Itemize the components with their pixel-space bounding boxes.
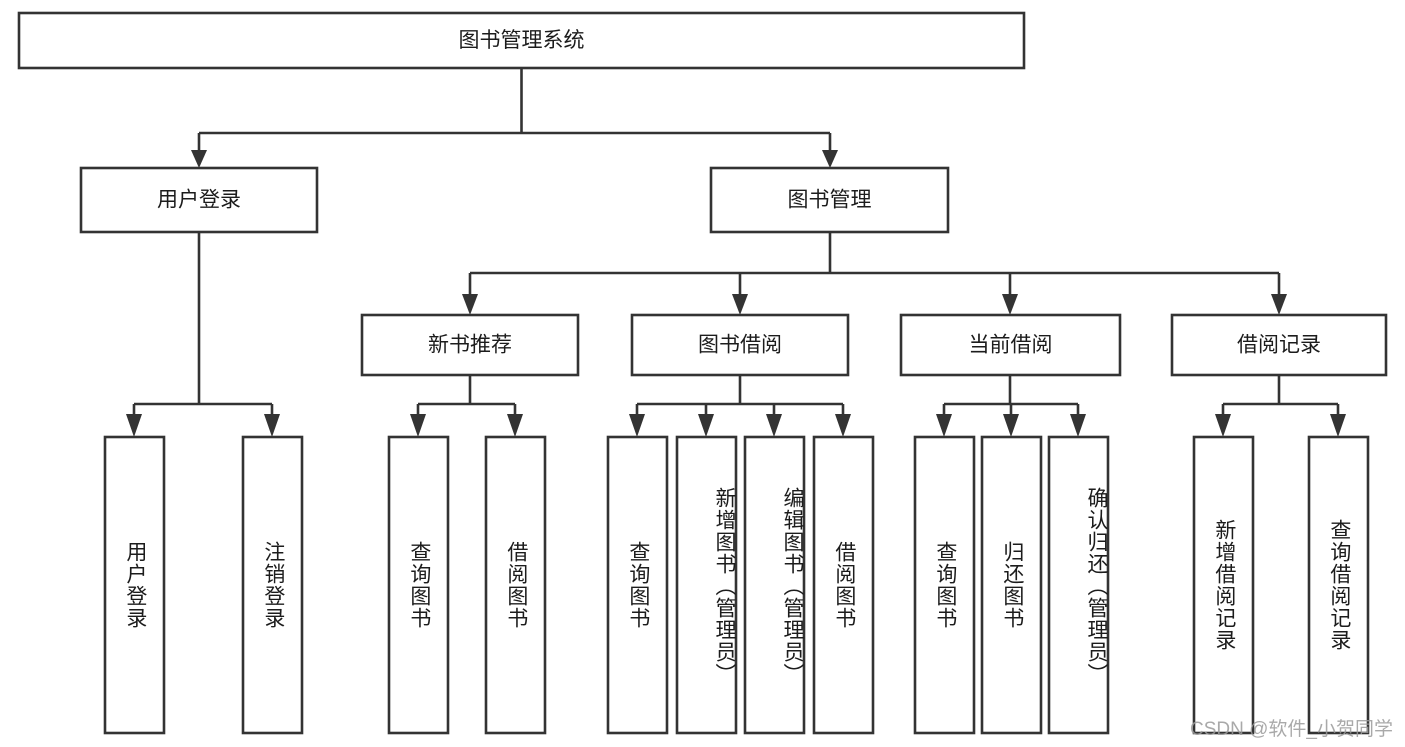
leaf-query-book-1-box[interactable] [387,435,450,735]
node-book-borrow-box[interactable] [630,313,850,377]
leaf-edit-book-box[interactable] [743,435,806,735]
leaf-add-book-box[interactable] [675,435,738,735]
connector-group-book-manage-to-level3 [462,232,1287,315]
connector-group-book-borrow-leaves [629,375,851,437]
leaf-return-book-box[interactable] [980,435,1043,735]
node-book-manage[interactable]: 图书管理 [709,166,950,234]
node-current-borrow-box[interactable] [899,313,1122,377]
node-book-borrow-label: 图书借阅 [698,334,782,357]
arrowhead-leaf-add-book [698,414,714,437]
arrowhead-new-book [462,294,478,315]
connector-group-borrow-record-leaves [1215,375,1346,437]
node-new-book-recommend-label: 新书推荐 [428,334,512,357]
node-book-borrow[interactable]: 图书借阅 [630,313,850,377]
arrowhead-leaf-borrow-book-2 [835,414,851,437]
arrowhead-book-manage [822,150,838,168]
leaf-confirm-return-box[interactable] [1047,435,1110,735]
arrowhead-leaf-add-record [1215,414,1231,437]
connector-group-user-login-leaves [126,232,280,437]
arrowhead-leaf-edit-book [766,414,782,437]
node-root-box[interactable] [17,11,1026,70]
node-book-manage-label: 图书管理 [788,189,872,212]
leaf-user-login-box[interactable] [103,435,166,735]
arrowhead-borrow-record [1271,294,1287,315]
arrowhead-leaf-query-book-1 [410,414,426,437]
node-borrow-record-label: 借阅记录 [1237,334,1321,357]
node-current-borrow[interactable]: 当前借阅 [899,313,1122,377]
node-user-login[interactable]: 用户登录 [79,166,319,234]
arrowhead-leaf-borrow-book-1 [507,414,523,437]
connector-group-current-borrow-leaves [936,375,1086,437]
arrowhead-leaf-user-login [126,414,142,437]
node-user-login-box[interactable] [79,166,319,234]
connector-group-root-to-level2 [191,68,838,168]
leaf-query-book-2-box[interactable] [606,435,669,735]
arrowhead-leaf-query-record [1330,414,1346,437]
arrowhead-user-login [191,150,207,168]
connector-group-new-book-leaves [410,375,523,437]
node-borrow-record-box[interactable] [1170,313,1388,377]
leaf-boxes [103,435,1370,735]
arrowhead-leaf-confirm-return [1070,414,1086,437]
leaf-query-record-box[interactable] [1307,435,1370,735]
arrowhead-current-borrow [1002,294,1018,315]
leaf-borrow-book-1-box[interactable] [484,435,547,735]
leaf-query-book-3-box[interactable] [913,435,976,735]
arrowhead-book-borrow [732,294,748,315]
arrowhead-leaf-return-book [1003,414,1019,437]
leaf-add-record-box[interactable] [1192,435,1255,735]
node-user-login-label: 用户登录 [157,189,241,212]
node-root[interactable]: 图书管理系统 [17,11,1026,70]
node-new-book-recommend-box[interactable] [360,313,580,377]
node-borrow-record[interactable]: 借阅记录 [1170,313,1388,377]
node-book-manage-box[interactable] [709,166,950,234]
arrowhead-leaf-query-book-2 [629,414,645,437]
node-current-borrow-label: 当前借阅 [969,334,1053,357]
leaf-logout-login-box[interactable] [241,435,304,735]
arrowhead-leaf-query-book-3 [936,414,952,437]
node-root-label: 图书管理系统 [459,29,585,52]
csdn-watermark: CSDN @软件_小贺同学 [1190,719,1393,740]
node-new-book-recommend[interactable]: 新书推荐 [360,313,580,377]
arrowhead-leaf-logout [264,414,280,437]
leaf-borrow-book-2-box[interactable] [812,435,875,735]
